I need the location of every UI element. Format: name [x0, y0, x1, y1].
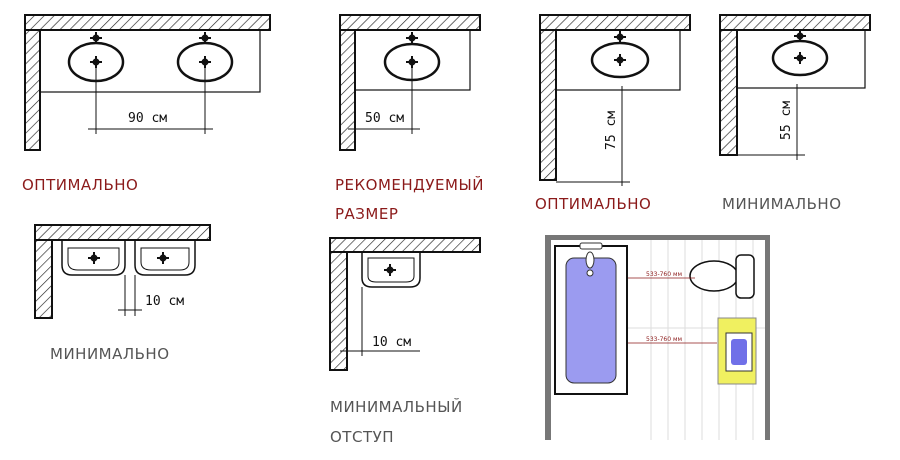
vanity-clearance-label: 533-760 мм	[646, 336, 682, 343]
panel-sink-wall-recommended	[339, 14, 481, 151]
bathroom-floor-plan: 533-760 мм 533-760 мм	[545, 235, 770, 440]
panel-sink-minimal-offset	[329, 237, 481, 371]
dimension-90cm: 90 см	[128, 111, 167, 126]
panel-sink-front-minimal	[719, 14, 871, 160]
toilet-clearance-label: 533-760 мм	[646, 271, 682, 278]
label-optimal-2: ОПТИМАЛЬНО	[535, 195, 652, 213]
dimension-75cm: 75 см	[604, 111, 619, 150]
vanity	[717, 317, 757, 385]
dimension-10cm-double: 10 см	[145, 294, 184, 309]
panel-double-sink-minimal	[34, 224, 211, 319]
dimension-55cm: 55 см	[779, 101, 794, 140]
dimension-10cm-offset: 10 см	[372, 335, 411, 350]
panel-sink-front-optimal	[539, 14, 691, 186]
toilet	[689, 254, 755, 299]
panel-double-sink-optimal	[24, 14, 271, 151]
label-recommended-line2: РАЗМЕР	[335, 205, 399, 223]
label-optimal-1: ОПТИМАЛЬНО	[22, 176, 139, 194]
label-minimal-offset-line2: ОТСТУП	[330, 428, 395, 446]
label-minimal-2: МИНИМАЛЬНО	[50, 345, 170, 363]
label-recommended-line1: РЕКОМЕНДУЕМЫЙ	[335, 176, 484, 194]
label-minimal-1: МИНИМАЛЬНО	[722, 195, 842, 213]
dimension-50cm: 50 см	[365, 111, 404, 126]
label-minimal-offset-line1: МИНИМАЛЬНЫЙ	[330, 398, 463, 416]
bathtub-basin	[565, 257, 617, 384]
